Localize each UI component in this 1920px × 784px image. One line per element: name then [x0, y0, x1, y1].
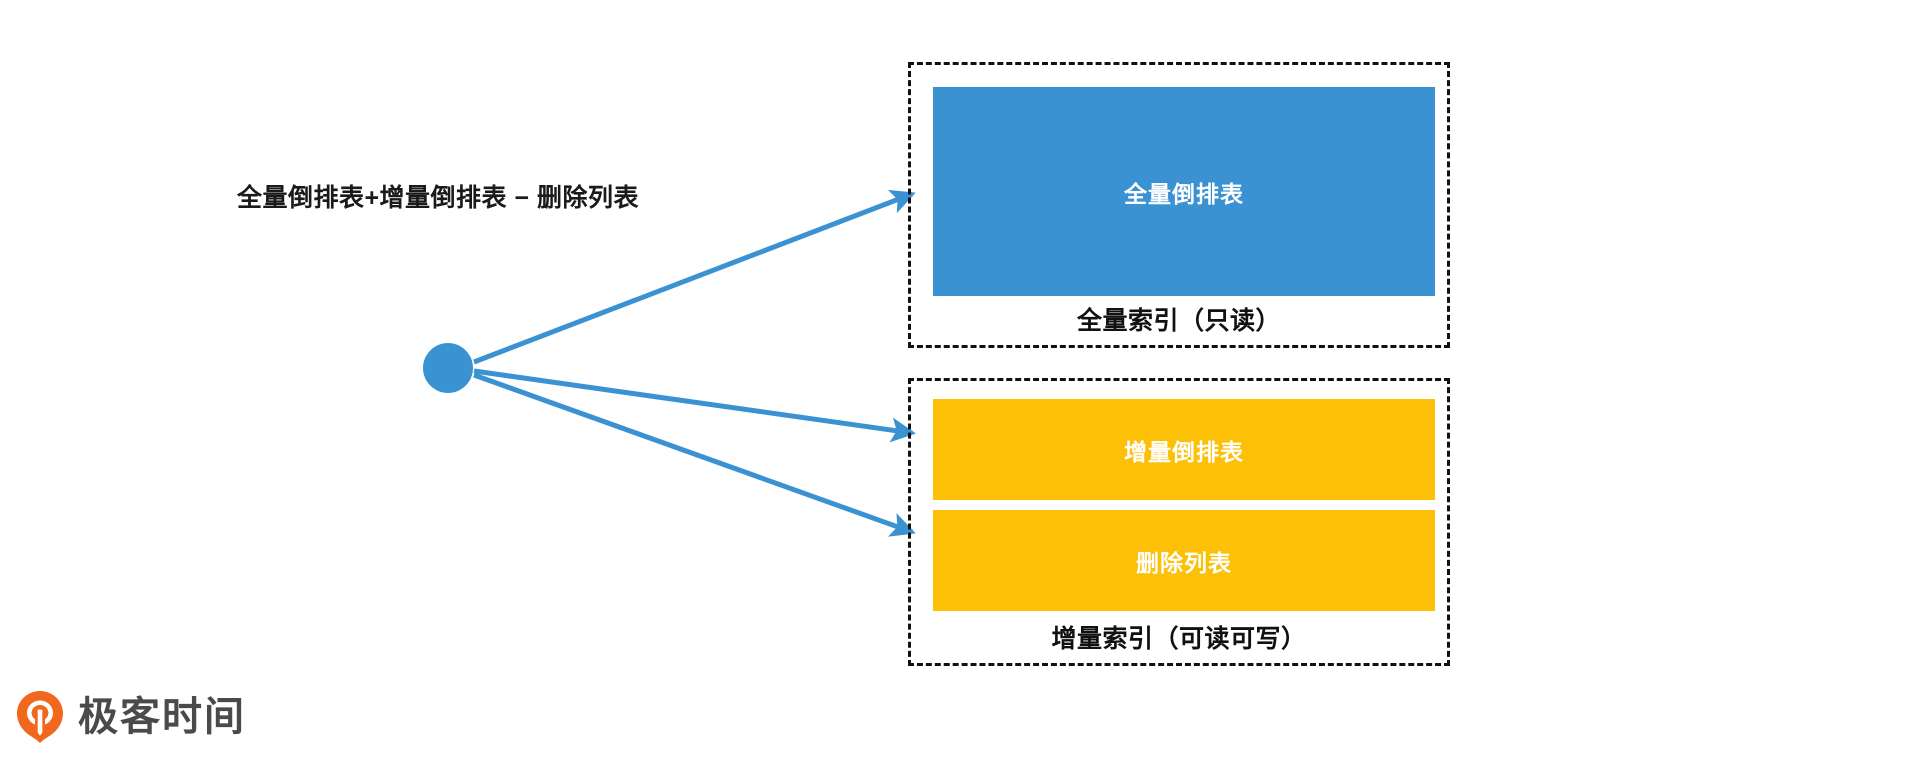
- full-index-group: 全量倒排表 全量索引（只读）: [908, 62, 1450, 348]
- delta-index-group: 增量倒排表 删除列表 增量索引（可读可写）: [908, 378, 1450, 666]
- delta-index-caption: 增量索引（可读可写）: [1051, 625, 1307, 653]
- formula-label: 全量倒排表+增量倒排表 − 删除列表: [236, 184, 640, 212]
- query-source-dot: [423, 343, 473, 393]
- block-full-inverted-table: 全量倒排表: [933, 87, 1435, 296]
- connector-to-delta-inverted-table: [473, 368, 916, 443]
- brand-logo: 极客时间: [16, 690, 246, 744]
- block-delta-inverted-table: 增量倒排表: [933, 399, 1435, 500]
- geektime-logo-icon: [17, 691, 63, 743]
- full-index-caption: 全量索引（只读）: [1076, 307, 1281, 335]
- connector-to-delete-list: [473, 372, 916, 537]
- connector-to-full-inverted-table: [473, 189, 916, 365]
- block-delete-list: 删除列表: [933, 510, 1435, 611]
- brand-name: 极客时间: [78, 695, 246, 739]
